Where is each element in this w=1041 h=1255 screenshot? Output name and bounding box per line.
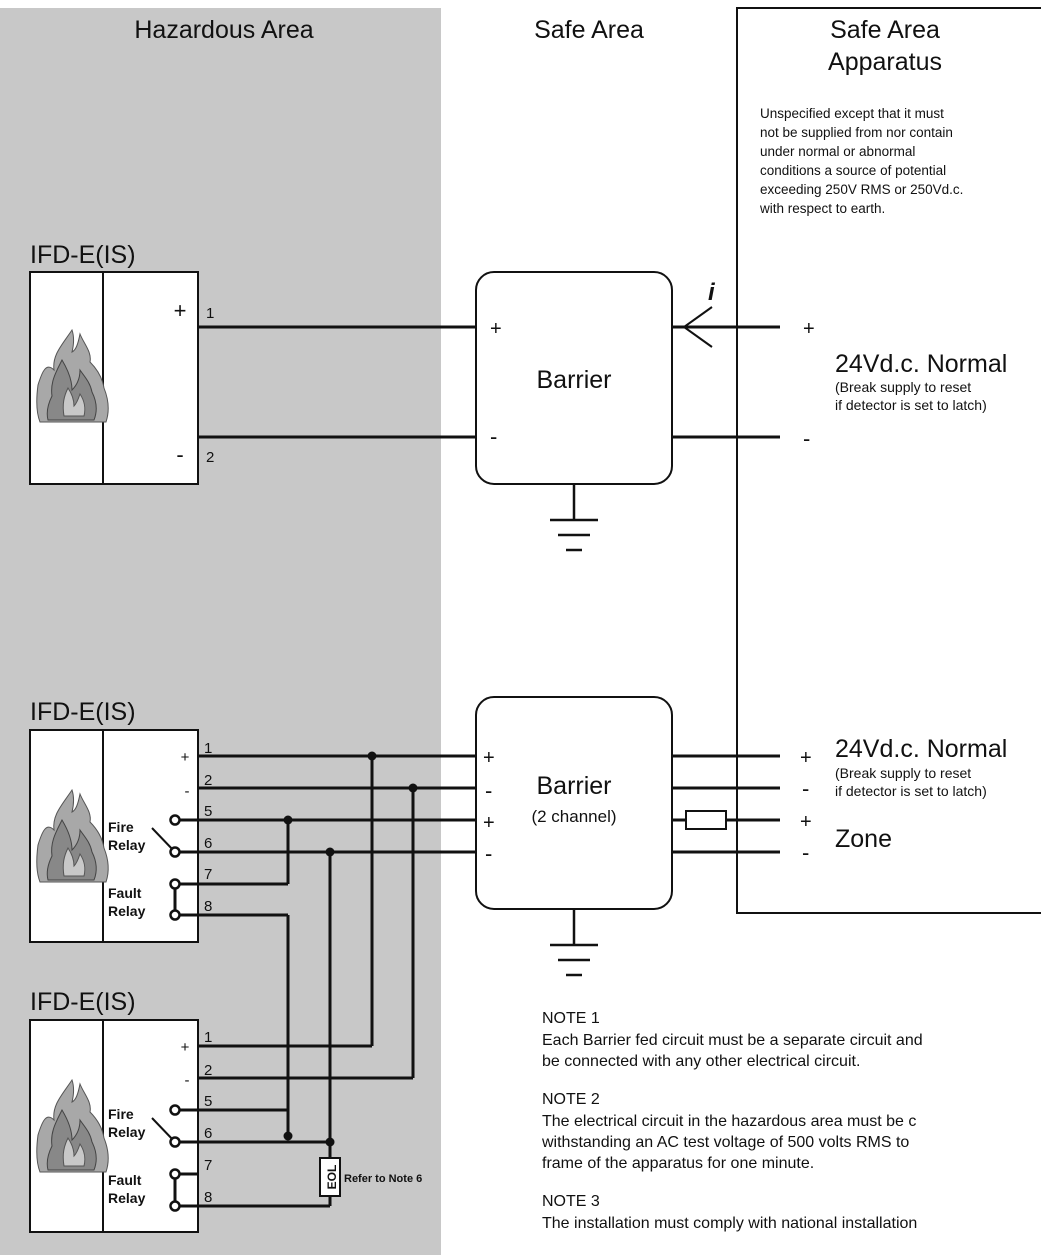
apparatus-heading-line2: Apparatus: [828, 48, 942, 76]
note-3-line: The installation must comply with nation…: [542, 1215, 917, 1232]
barrier-1-plus: +: [490, 318, 502, 340]
supply-1-title: 24Vd.c. Normal: [835, 350, 1007, 378]
supply-1-note-line2: if detector is set to latch): [835, 397, 987, 413]
terminal-label: 2: [206, 449, 214, 466]
apparatus-note-line: conditions a source of potential: [760, 163, 946, 178]
barrier-2-label: Barrier: [536, 772, 611, 800]
detector-2-plus: +: [181, 749, 190, 766]
fire-relay-label: Relay: [108, 837, 146, 853]
zone-label: Zone: [835, 825, 892, 853]
fire-relay-label: Fire: [108, 1106, 134, 1122]
barrier-2-terminal: +: [483, 747, 495, 769]
barrier-2-sublabel: (2 channel): [531, 807, 616, 826]
note-2-line: withstanding an AC test voltage of 500 v…: [541, 1134, 909, 1151]
apparatus-note-line: Unspecified except that it must: [760, 106, 944, 121]
supply-1-plus: +: [803, 318, 815, 340]
supply-2-note-line2: if detector is set to latch): [835, 783, 987, 799]
fire-relay-label: Fire: [108, 819, 134, 835]
fault-relay-label: Relay: [108, 1190, 146, 1206]
detector-1: + - 1 2: [29, 271, 214, 485]
barrier-2-terminal: -: [485, 778, 492, 803]
detector-1-title: IFD-E(IS): [30, 241, 136, 269]
detector-3: + - Fire Relay Fault Relay 1 2 5 6 7 8: [29, 1019, 212, 1233]
barrier-1-label: Barrier: [536, 366, 611, 394]
supply-2-plus: +: [800, 747, 812, 769]
supply-1-note-line1: (Break supply to reset: [835, 379, 971, 395]
note-1-title: NOTE 1: [542, 1010, 600, 1027]
note-1-line: Each Barrier fed circuit must be a separ…: [542, 1032, 923, 1049]
apparatus-heading-line1: Safe Area: [830, 16, 940, 44]
terminal-label: 6: [204, 835, 212, 852]
terminal-label: 5: [204, 803, 212, 820]
detector-2: + - Fire Relay Fault Relay 1 2 5 6 7 8: [29, 729, 212, 943]
fault-relay-label: Relay: [108, 903, 146, 919]
terminal-label: 8: [204, 898, 212, 915]
note-2-line: frame of the apparatus for one minute.: [542, 1155, 814, 1172]
detector-3-plus: +: [181, 1039, 190, 1056]
terminal-label: 6: [204, 1125, 212, 1142]
terminal-label: 5: [204, 1093, 212, 1110]
apparatus-note-line: exceeding 250V RMS or 250Vd.c.: [760, 182, 963, 197]
terminal-label: 1: [204, 1029, 212, 1046]
detector-2-title: IFD-E(IS): [30, 698, 136, 726]
detector-1-minus: -: [176, 442, 183, 467]
earth-icon: [550, 909, 598, 977]
supply-2-note-line1: (Break supply to reset: [835, 765, 971, 781]
terminal-label: 1: [204, 740, 212, 757]
fault-relay-label: Fault: [108, 1172, 142, 1188]
note-3-title: NOTE 3: [542, 1193, 600, 1210]
detector-1-wires: [198, 306, 780, 439]
note-2-title: NOTE 2: [542, 1091, 600, 1108]
current-symbol: i: [708, 279, 716, 306]
zone-plus: +: [800, 811, 812, 833]
terminal-label: 8: [204, 1189, 212, 1206]
eol-reference: Refer to Note 6: [344, 1173, 422, 1185]
barrier-1-minus: -: [490, 424, 497, 449]
barrier-2-terminal: -: [485, 841, 492, 866]
notes: NOTE 1 Each Barrier fed circuit must be …: [541, 1010, 923, 1232]
terminal-label: 2: [204, 772, 212, 789]
earth-icon: [550, 484, 598, 552]
barrier-2-terminal: +: [483, 812, 495, 834]
eol-label: EOL: [325, 1165, 339, 1190]
barrier-2-box: [475, 696, 673, 910]
note-1-line: be connected with any other electrical c…: [542, 1053, 860, 1070]
apparatus-note: Unspecified except that it must not be s…: [759, 106, 963, 216]
fault-relay-label: Fault: [108, 885, 142, 901]
note-2-line: The electrical circuit in the hazardous …: [542, 1113, 916, 1130]
apparatus-box: [736, 7, 1041, 914]
terminal-label: 1: [206, 305, 214, 322]
terminal-label: 7: [204, 1157, 212, 1174]
supply-1-minus: -: [803, 426, 810, 451]
detector-3-minus: -: [185, 1072, 190, 1089]
detector-2-minus: -: [185, 783, 190, 800]
apparatus-note-line: not be supplied from nor contain: [760, 125, 953, 140]
fire-relay-label: Relay: [108, 1124, 146, 1140]
relay-terminal-circles: [169, 814, 181, 1212]
supply-2-minus: -: [802, 776, 809, 801]
terminal-label: 2: [204, 1062, 212, 1079]
terminal-label: 7: [204, 866, 212, 883]
zone-resistor: [685, 810, 727, 830]
junction-dots: [283, 751, 418, 1147]
detector-1-plus: +: [174, 298, 187, 323]
zone-minus: -: [802, 840, 809, 865]
apparatus-note-line: under normal or abnormal: [760, 144, 915, 159]
safe-area-heading: Safe Area: [534, 16, 644, 44]
eol-resistor: [319, 1157, 341, 1197]
supply-2-title: 24Vd.c. Normal: [835, 735, 1007, 763]
apparatus-note-line: with respect to earth.: [759, 201, 885, 216]
detector-3-title: IFD-E(IS): [30, 988, 136, 1016]
hazardous-area-heading: Hazardous Area: [134, 16, 313, 44]
